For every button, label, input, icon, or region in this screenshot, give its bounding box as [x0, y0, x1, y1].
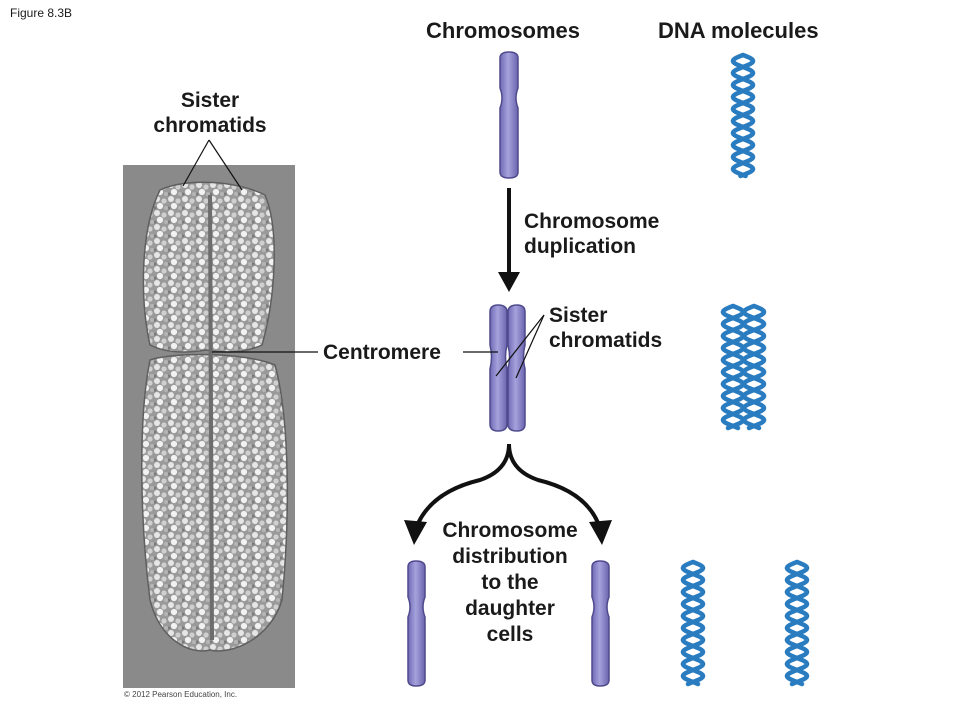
- dna-strand: [730, 52, 756, 179]
- micrograph-groove: [208, 194, 214, 641]
- dna-helix-duplicated-left: [720, 303, 746, 431]
- micrograph: [123, 165, 295, 688]
- distribution-arrowhead-left: [404, 520, 427, 545]
- leader-line: [208, 139, 243, 191]
- dna-strand: [720, 303, 746, 431]
- header-dna-molecules: DNA molecules: [658, 18, 819, 43]
- duplication-label: Chromosome duplication: [524, 210, 660, 258]
- distribution-arrowhead-right: [589, 520, 612, 545]
- dna-molecules: [680, 52, 810, 687]
- leader-line: [495, 314, 545, 377]
- distribution-label: Chromosome distribution to the daughter …: [442, 519, 578, 646]
- leader-line: [515, 314, 545, 379]
- dna-helix-daughter-right: [784, 559, 810, 687]
- copyright: © 2012 Pearson Education, Inc.: [124, 690, 238, 699]
- dna-helix-daughter-left: [680, 559, 706, 687]
- dna-helix-top: [730, 52, 756, 179]
- micrograph-chromosome: [141, 181, 289, 652]
- header-chromosomes: Chromosomes: [426, 18, 581, 43]
- dna-strand: [741, 303, 767, 431]
- sister-chromatids-label-right: Sister chromatids: [549, 304, 663, 352]
- centromere-label: Centromere: [323, 341, 441, 364]
- dna-strand: [784, 559, 810, 687]
- leader-line: [182, 139, 210, 187]
- sister-chromatids-label-left: Sister chromatids: [153, 89, 267, 137]
- chromosome-duplicated: [489, 304, 526, 432]
- distribution-arrow-right: [507, 443, 602, 529]
- distribution-arrow-left: [414, 443, 511, 529]
- figure-label: Figure 8.3B: [10, 6, 73, 20]
- dna-helix-duplicated-right: [741, 303, 767, 431]
- duplication-arrowhead: [498, 272, 520, 292]
- chromosome-daughter-right: [591, 560, 610, 687]
- dna-strand: [680, 559, 706, 687]
- chromosome-single-top: [499, 51, 519, 179]
- chromosome-daughter-left: [407, 560, 426, 687]
